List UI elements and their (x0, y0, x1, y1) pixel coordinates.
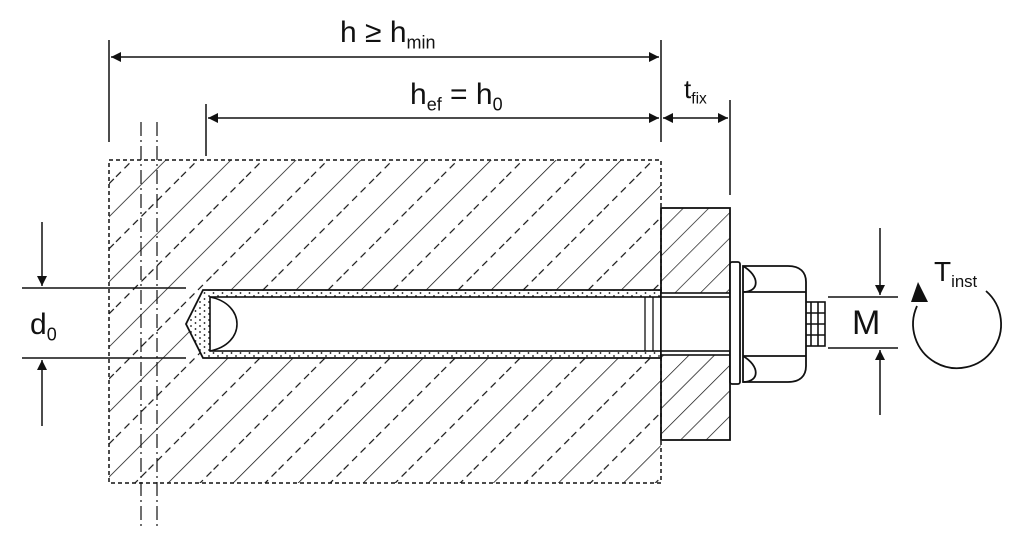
label-t-fix: tfix (684, 74, 707, 108)
break-lines (140, 122, 158, 528)
drill-hole (184, 289, 663, 359)
label-h-ef: hef = h0 (410, 78, 503, 115)
label-m: M (852, 304, 881, 342)
dimension-d-0 (22, 222, 186, 426)
dimension-h-ef (205, 104, 659, 156)
label-t-inst: Tinst (934, 256, 978, 291)
dimension-t-fix (663, 100, 731, 195)
washer-and-nut (729, 261, 807, 385)
torque-arrow-icon (911, 282, 1002, 370)
label-d-0: d0 (30, 308, 57, 345)
dimension-h-min (108, 40, 662, 142)
dimension-m (828, 228, 898, 415)
label-h-min: h ≥ hmin (340, 16, 436, 53)
